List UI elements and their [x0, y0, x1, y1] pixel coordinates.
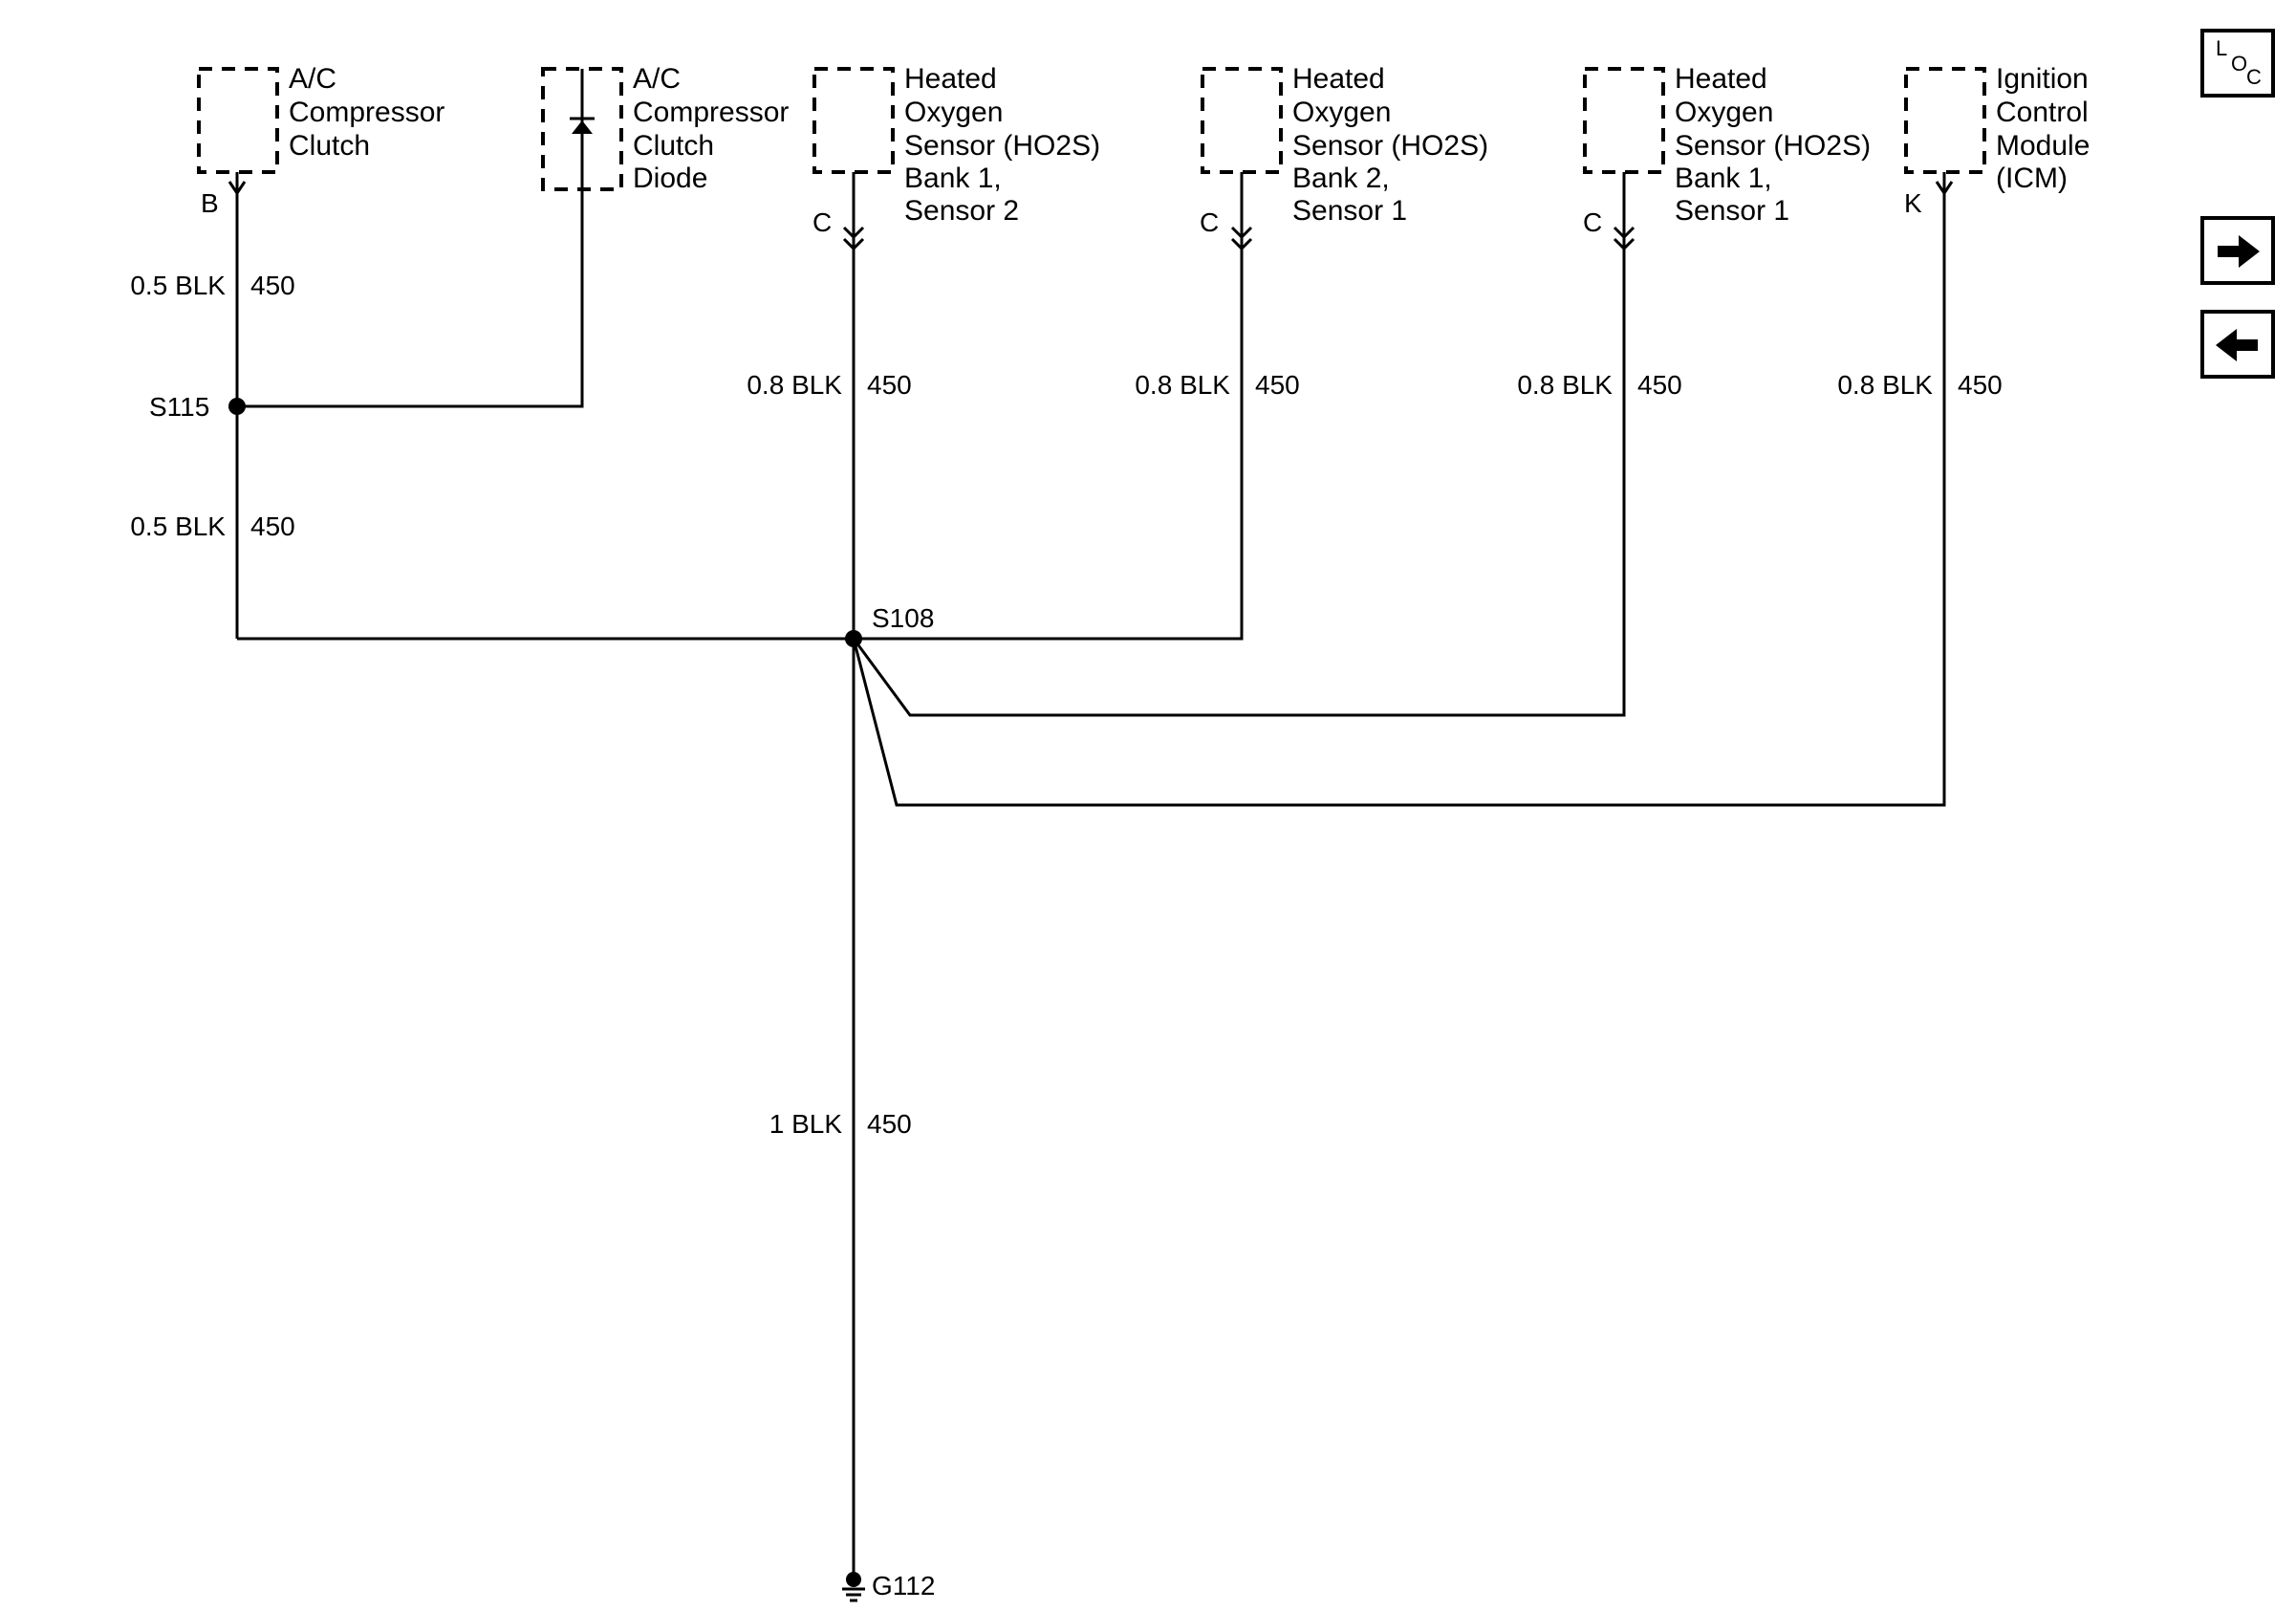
arrow-left-icon — [2216, 329, 2258, 361]
comp-label-line: Heated — [1675, 63, 1767, 95]
comp-label-line: Clutch — [633, 130, 714, 162]
pin-label: K — [1904, 188, 1922, 218]
comp-label-line: Bank 1, — [904, 163, 1002, 194]
location-button[interactable]: L O C — [2200, 29, 2275, 98]
comp-label-line: Sensor 1 — [1675, 195, 1789, 227]
wire-circuit: 450 — [1958, 370, 2003, 400]
loc-glyph-l: L — [2216, 36, 2227, 60]
comp-label-line: Sensor (HO2S) — [904, 130, 1100, 162]
comp-label-line: Oxygen — [1675, 97, 1773, 128]
pin-label: C — [812, 207, 832, 237]
ac-compressor-clutch[interactable]: A/C Compressor Clutch B — [197, 63, 444, 218]
comp-label-line: Sensor 2 — [904, 195, 1019, 227]
wires — [235, 172, 1946, 1579]
wire-size-color: 0.8 BLK — [1837, 370, 1933, 400]
wire-size-color: 0.8 BLK — [1135, 370, 1230, 400]
splice-label-s108: S108 — [872, 603, 934, 633]
wire-circuit: 450 — [867, 1109, 912, 1139]
diode-icon — [570, 69, 595, 189]
splice-s115-dot — [228, 398, 246, 415]
comp-label-line: Heated — [1292, 63, 1385, 95]
comp-label-line: Compressor — [289, 97, 444, 128]
arrow-right-icon — [2218, 235, 2260, 268]
comp-label-line: A/C — [633, 63, 681, 95]
ignition-control-module[interactable]: Ignition Control Module (ICM) K — [1904, 63, 2090, 218]
wire-size-color: 0.8 BLK — [1517, 370, 1613, 400]
comp-label-line: Sensor (HO2S) — [1292, 130, 1488, 162]
comp-label-line: Sensor (HO2S) — [1675, 130, 1871, 162]
comp-label-line: (ICM) — [1996, 163, 2068, 194]
ac-compressor-clutch-diode[interactable]: A/C Compressor Clutch Diode — [541, 63, 789, 194]
comp-label-line: Compressor — [633, 97, 789, 128]
wire-circuit: 450 — [250, 271, 295, 300]
comp-label-line: Module — [1996, 130, 2090, 162]
ho2s-bank1-sensor1[interactable]: Heated Oxygen Sensor (HO2S) Bank 1, Sens… — [1583, 63, 1871, 237]
pin-label: C — [1583, 207, 1602, 237]
loc-glyph-c: C — [2246, 65, 2262, 89]
splice-label-s115: S115 — [149, 392, 209, 422]
previous-page-button[interactable] — [2200, 310, 2275, 379]
splice-s108-dot — [845, 630, 862, 647]
pin-label: B — [201, 188, 219, 218]
comp-label-line: Sensor 1 — [1292, 195, 1407, 227]
wire-size-color: 0.5 BLK — [130, 271, 226, 300]
comp-label-line: Oxygen — [904, 97, 1003, 128]
comp-label-line: Heated — [904, 63, 997, 95]
wire-circuit: 450 — [867, 370, 912, 400]
comp-label-line: Clutch — [289, 130, 370, 162]
wire-circuit: 450 — [250, 512, 295, 541]
ground-label: G112 — [872, 1571, 935, 1600]
wire-circuit: 450 — [1255, 370, 1300, 400]
ho2s-bank2-sensor1[interactable]: Heated Oxygen Sensor (HO2S) Bank 2, Sens… — [1200, 63, 1488, 237]
comp-label-line: Bank 1, — [1675, 163, 1772, 194]
pin-label: C — [1200, 207, 1219, 237]
comp-label-line: Oxygen — [1292, 97, 1391, 128]
wire-circuit: 450 — [1637, 370, 1682, 400]
ground-icon — [842, 1572, 865, 1602]
comp-label-line: Bank 2, — [1292, 163, 1390, 194]
next-page-button[interactable] — [2200, 216, 2275, 285]
wire-size-color: 0.5 BLK — [130, 512, 226, 541]
wire-size-color: 0.8 BLK — [747, 370, 842, 400]
loc-glyph-o: O — [2231, 52, 2247, 76]
comp-label-line: Control — [1996, 97, 2089, 128]
comp-label-line: Ignition — [1996, 63, 2089, 95]
ho2s-bank1-sensor2[interactable]: Heated Oxygen Sensor (HO2S) Bank 1, Sens… — [812, 63, 1100, 237]
comp-label-line: A/C — [289, 63, 336, 95]
comp-label-line: Diode — [633, 163, 707, 194]
wire-size-color: 1 BLK — [769, 1109, 843, 1139]
